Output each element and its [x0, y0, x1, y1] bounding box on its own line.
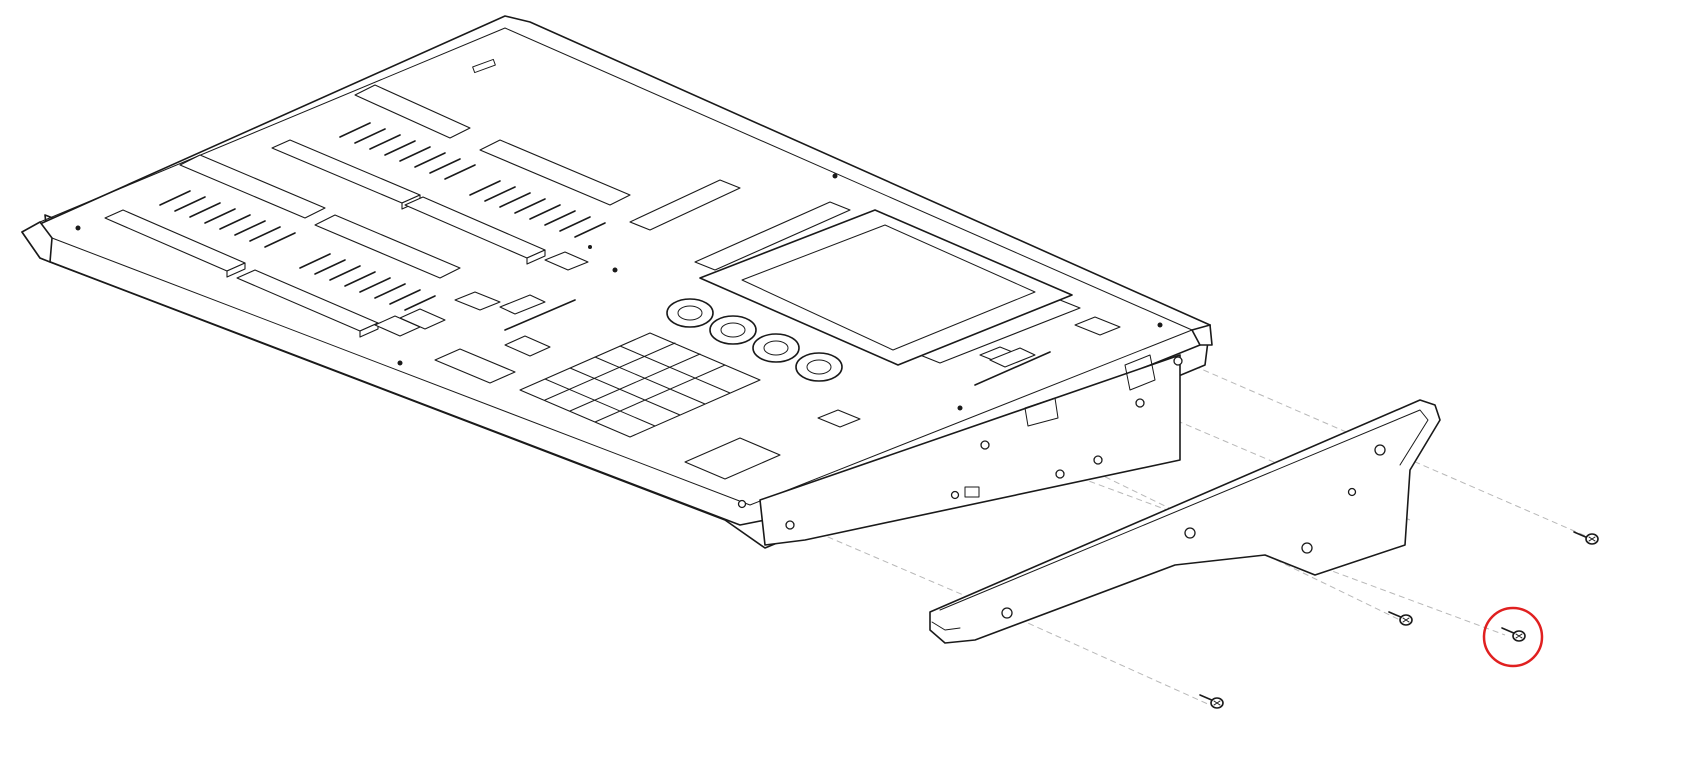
screw	[1199, 694, 1224, 709]
fader-bank	[339, 84, 476, 180]
highlight-circle	[1482, 606, 1544, 668]
screw	[1388, 611, 1413, 626]
mounting-bracket	[929, 399, 1441, 644]
button-row	[404, 196, 546, 265]
encoder-wheels	[666, 298, 843, 382]
button-row	[629, 179, 1081, 364]
button-row	[236, 269, 379, 338]
key-cluster	[374, 251, 1121, 480]
button-row	[104, 209, 246, 278]
keypad	[519, 332, 761, 438]
screw	[1573, 531, 1599, 545]
fader-bank	[299, 214, 461, 311]
lighting-console	[21, 15, 1213, 549]
fader-bank	[469, 139, 631, 238]
master-fader	[499, 294, 1051, 386]
fader-bank	[159, 154, 326, 248]
touch-screen	[699, 209, 1073, 366]
screw-highlighted	[1482, 606, 1544, 668]
